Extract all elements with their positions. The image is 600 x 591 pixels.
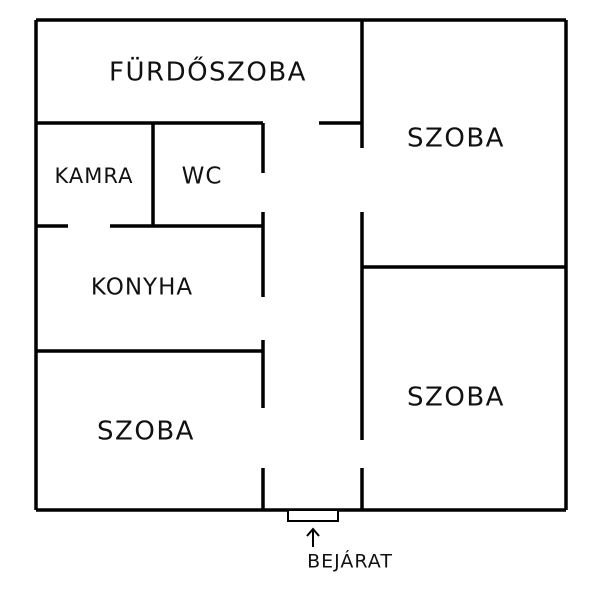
room-labels: FÜRDŐSZOBA SZOBA KAMRA WC KONYHA SZOBA S… xyxy=(55,56,505,447)
room-label-kamra: KAMRA xyxy=(55,164,134,188)
entrance-doorstep[interactable] xyxy=(287,509,339,522)
entrance: BEJÁRAT xyxy=(287,509,393,573)
room-label-szoba-top-right: SZOBA xyxy=(407,124,505,154)
walls xyxy=(34,18,568,512)
room-label-furdoszoba: FÜRDŐSZOBA xyxy=(109,56,307,88)
room-label-szoba-bottom-right: SZOBA xyxy=(407,383,505,413)
room-label-konyha: KONYHA xyxy=(91,275,193,301)
entrance-label: BEJÁRAT xyxy=(307,550,393,573)
room-label-wc: WC xyxy=(182,164,223,190)
entrance-arrow-head xyxy=(306,527,320,537)
room-label-szoba-bottom-left: SZOBA xyxy=(97,417,195,447)
